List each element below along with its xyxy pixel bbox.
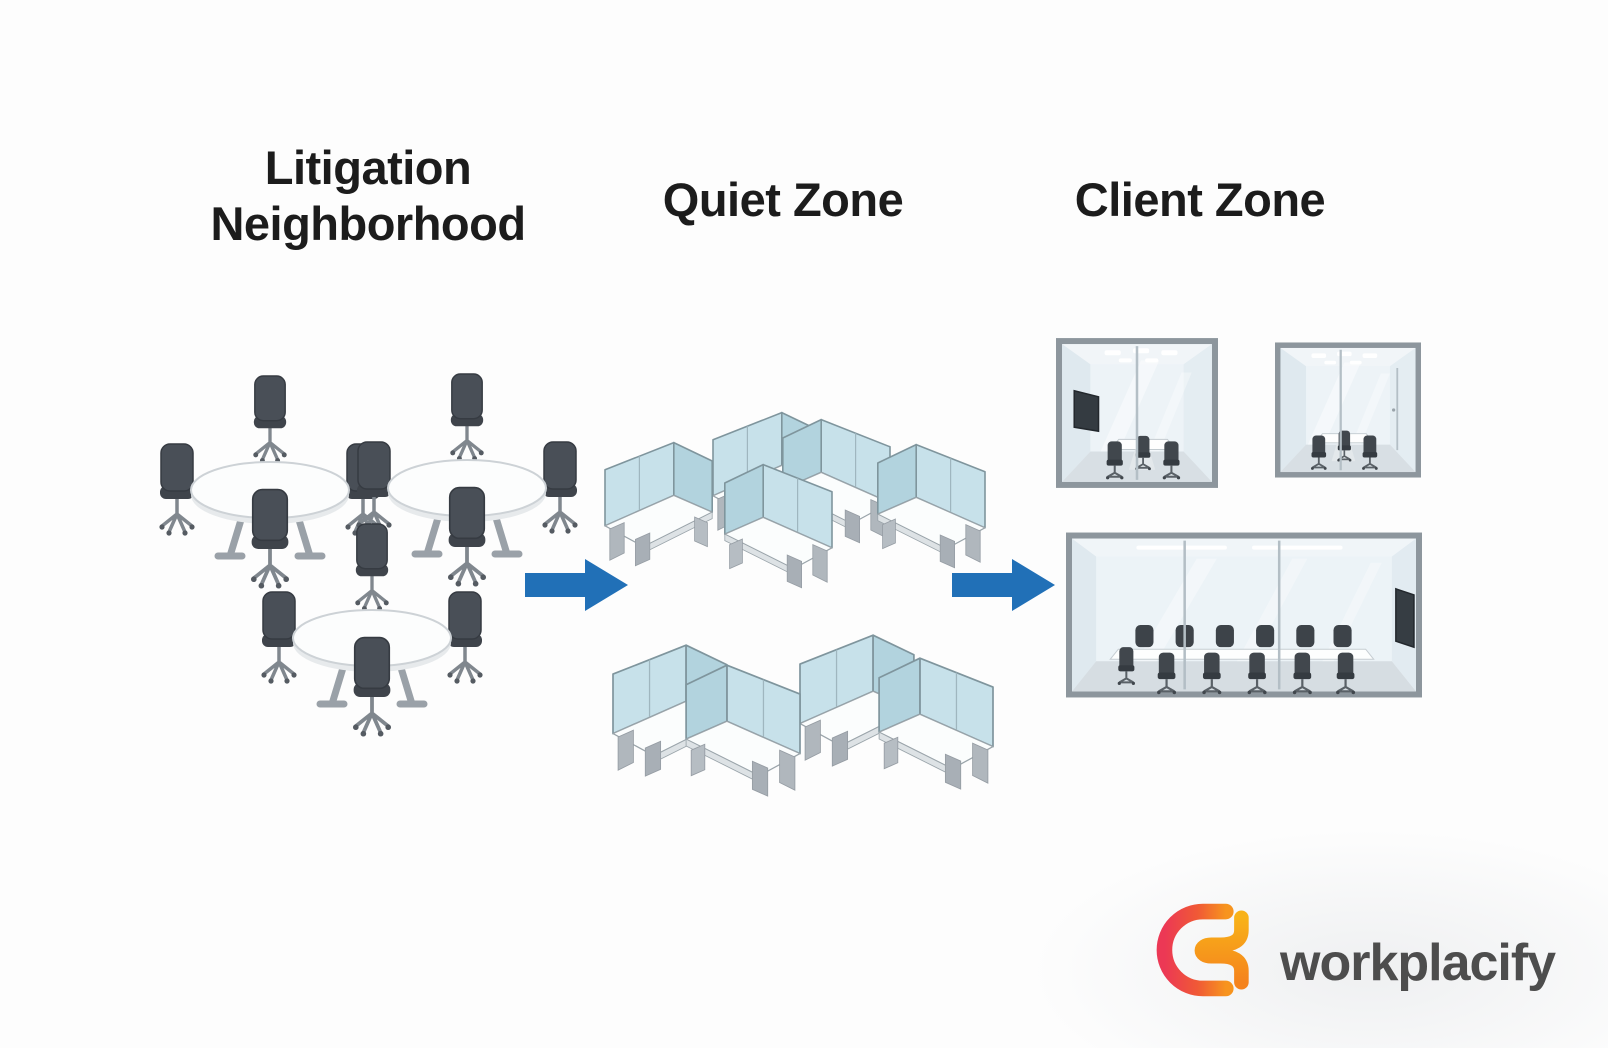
flow-arrow-2-icon xyxy=(952,559,1055,611)
workplacify-logo-mark-icon xyxy=(1156,903,1249,997)
client-zone-meeting-room-2 xyxy=(1275,342,1421,478)
client-zone-meeting-room-1 xyxy=(1056,338,1218,488)
client-zone-boardroom xyxy=(1066,532,1422,698)
logo-text: workplacify xyxy=(1280,934,1556,992)
quiet-zone-cubicles-top xyxy=(604,411,986,589)
litigation-tables-illustration xyxy=(130,360,610,750)
zone-title-client: Client Zone xyxy=(1074,173,1326,226)
workplacify-logo: workplacify xyxy=(1150,898,1556,1002)
zone-title-quiet: Quiet Zone xyxy=(662,173,904,226)
zone-title-litigation: Litigation Neighborhood xyxy=(210,141,526,251)
quiet-zone-cubicles-bottom xyxy=(612,634,994,797)
